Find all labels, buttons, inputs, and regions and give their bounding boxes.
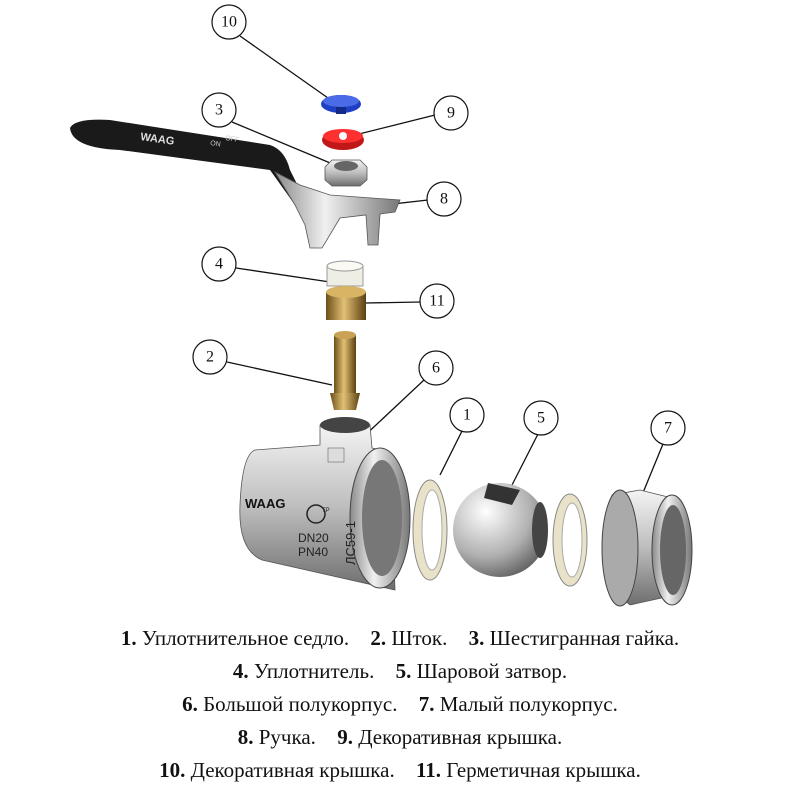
callout-5: 5 [523,400,559,436]
callout-11: 11 [419,283,455,319]
legend-item: 11. Герметичная крышка. [415,758,641,782]
callout-7: 7 [650,410,686,446]
legend-item: 10. Декоративная крышка. [159,758,395,782]
blue-decorative-cap [321,95,361,114]
handle-brand: WAAG [140,131,176,148]
pn-mark: PN40 [298,545,328,559]
svg-text:9: 9 [447,105,455,122]
body-brand: WAAG [245,496,285,511]
legend-line: 6. Большой полукорпус. 7. Малый полукорп… [0,688,800,721]
callout-8: 8 [426,181,462,217]
parts-legend: 1. Уплотнительное седло. 2. Шток. 3. Шес… [0,622,800,787]
svg-text:10: 10 [221,14,237,31]
handle-on: ON [210,140,221,148]
callout-3: 3 [201,92,237,128]
legend-item: 9. Декоративная крышка. [337,725,563,749]
legend-item: 1. Уплотнительное седло. [120,626,350,650]
ball [453,483,548,577]
seat-ring-right [552,493,588,587]
legend-item: 2. Шток. [370,626,448,650]
material-mark: ЛС59-1 [343,521,358,565]
stem [330,331,360,410]
svg-text:2: 2 [206,349,214,366]
callout-9: 9 [433,95,469,131]
legend-line: 10. Декоративная крышка. 11. Герметичная… [0,754,800,787]
callout-4: 4 [201,246,237,282]
small-body [601,489,693,607]
svg-text:8: 8 [440,191,448,208]
large-body: WAAG ТР DN20 PN40 ЛС59-1 [239,417,411,591]
brass-sealing-cap [326,286,366,320]
legend-line: 8. Ручка. 9. Декоративная крышка. [0,721,800,754]
callout-6: 6 [418,350,454,386]
svg-text:4: 4 [215,256,223,273]
svg-text:11: 11 [429,293,444,310]
svg-text:5: 5 [537,410,545,427]
legend-item: 6. Большой полукорпус. [182,692,398,716]
legend-item: 3. Шестигранная гайка. [468,626,680,650]
svg-text:3: 3 [215,102,223,119]
callout-10: 10 [211,4,247,40]
legend-line: 4. Уплотнитель. 5. Шаровой затвор. [0,655,800,688]
legend-item: 4. Уплотнитель. [232,659,375,683]
legend-item: 7. Малый полукорпус. [418,692,618,716]
svg-text:1: 1 [463,407,471,424]
legend-line: 1. Уплотнительное седло. 2. Шток. 3. Шес… [0,622,800,655]
svg-text:7: 7 [664,420,672,437]
handle: WAAG ON OFF [70,119,401,249]
leader-lines [226,35,664,501]
cert-mark: ТР [322,508,330,514]
red-decorative-cap [322,129,364,150]
svg-text:6: 6 [432,360,440,377]
legend-item: 8. Ручка. [237,725,316,749]
seal [326,260,364,287]
dn-mark: DN20 [298,531,329,545]
callout-2: 2 [192,339,228,375]
callout-1: 1 [449,397,485,433]
hex-nut [324,159,368,187]
seat-ring-left [412,479,448,581]
handle-off: OFF [225,135,240,144]
valve-illustration: WAAG ON OFF WAAG ТР DN20 PN40 ЛС59-1 [70,4,693,607]
legend-item: 5. Шаровой затвор. [395,659,568,683]
